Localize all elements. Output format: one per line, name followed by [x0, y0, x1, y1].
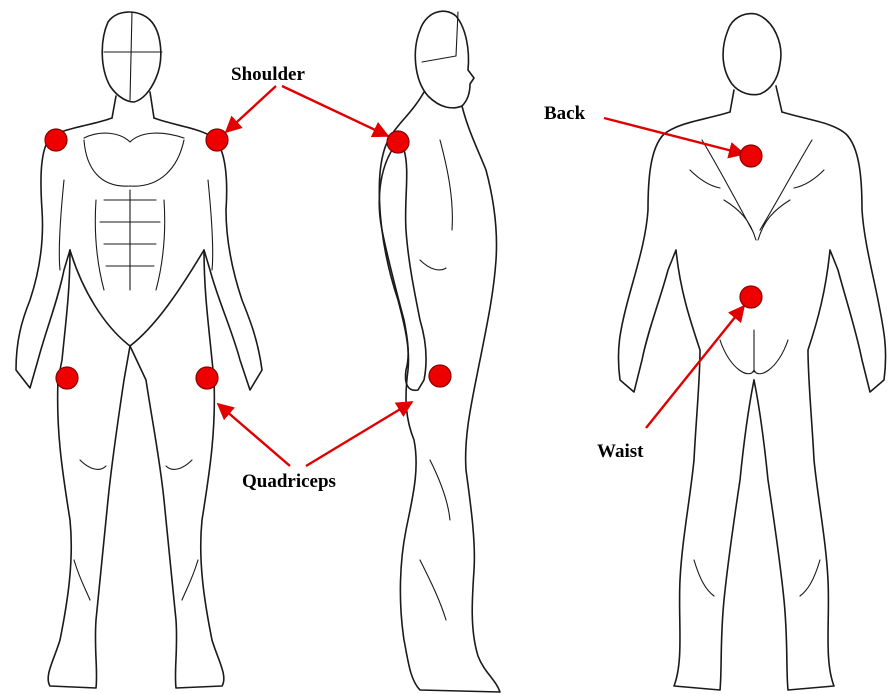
marker-shoulder-side: [387, 131, 409, 153]
waist-arrow: [646, 306, 744, 428]
quadriceps-arrow-front: [218, 404, 290, 466]
waist-label: Waist: [597, 441, 644, 462]
marker-left-quadriceps-front: [56, 367, 78, 389]
back-arrow: [604, 118, 744, 154]
marker-quadriceps-side: [429, 365, 451, 387]
marker-left-shoulder-front: [45, 129, 67, 151]
shoulder-arrow-side: [282, 86, 388, 136]
front-view-figure: [16, 12, 262, 688]
marker-right-quadriceps-front: [196, 367, 218, 389]
back-label: Back: [544, 103, 586, 124]
marker-right-shoulder-front: [206, 129, 228, 151]
shoulder-label: Shoulder: [231, 64, 305, 85]
side-view-figure: [379, 11, 500, 692]
quadriceps-arrow-side: [306, 402, 412, 466]
pain-markers: [45, 129, 762, 389]
shoulder-arrow-front: [226, 86, 276, 132]
quadriceps-label: Quadriceps: [242, 471, 336, 492]
marker-back: [740, 145, 762, 167]
marker-waist: [740, 286, 762, 308]
pointer-arrows: [218, 86, 744, 466]
back-view-figure: [618, 14, 885, 690]
